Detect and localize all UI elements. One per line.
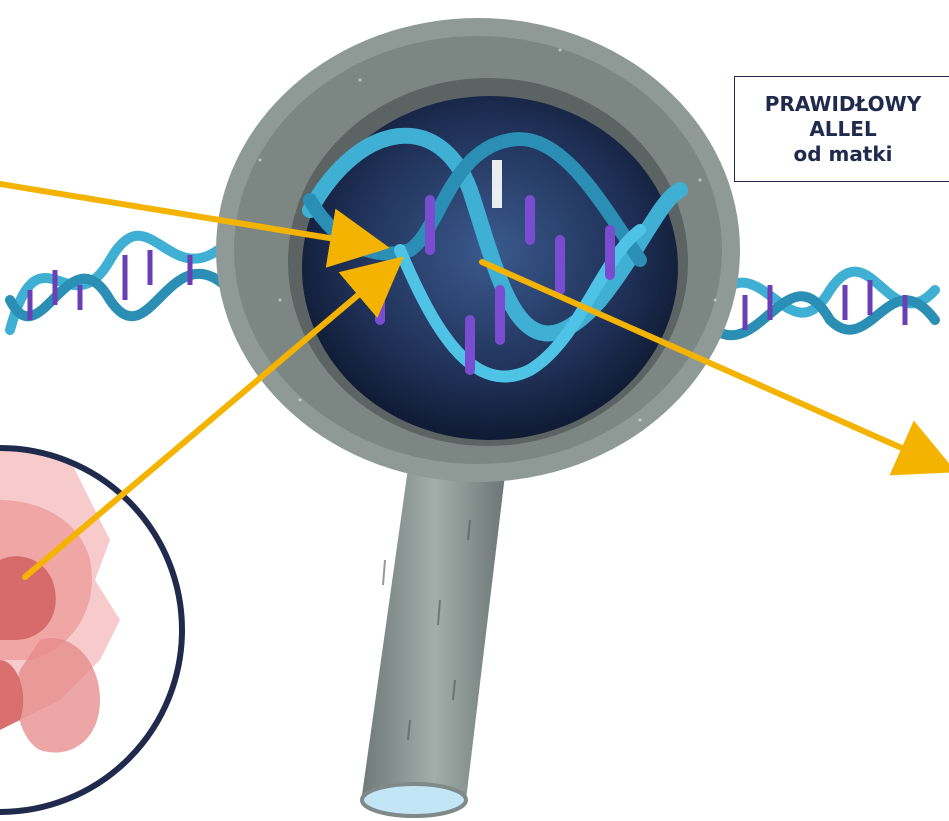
cell-cluster-icon	[0, 420, 190, 821]
allele-label-line1: PRAWIDŁOWY	[765, 92, 921, 117]
dna-helix-right	[715, 272, 935, 336]
magnifying-glass-icon	[216, 18, 740, 482]
allele-label: PRAWIDŁOWY ALLEL od matki	[734, 76, 949, 182]
allele-label-line2: ALLEL	[809, 117, 876, 142]
allele-label-line3: od matki	[793, 142, 892, 167]
dna-helix-left	[10, 236, 230, 330]
magnifying-glass-handle	[362, 440, 508, 816]
